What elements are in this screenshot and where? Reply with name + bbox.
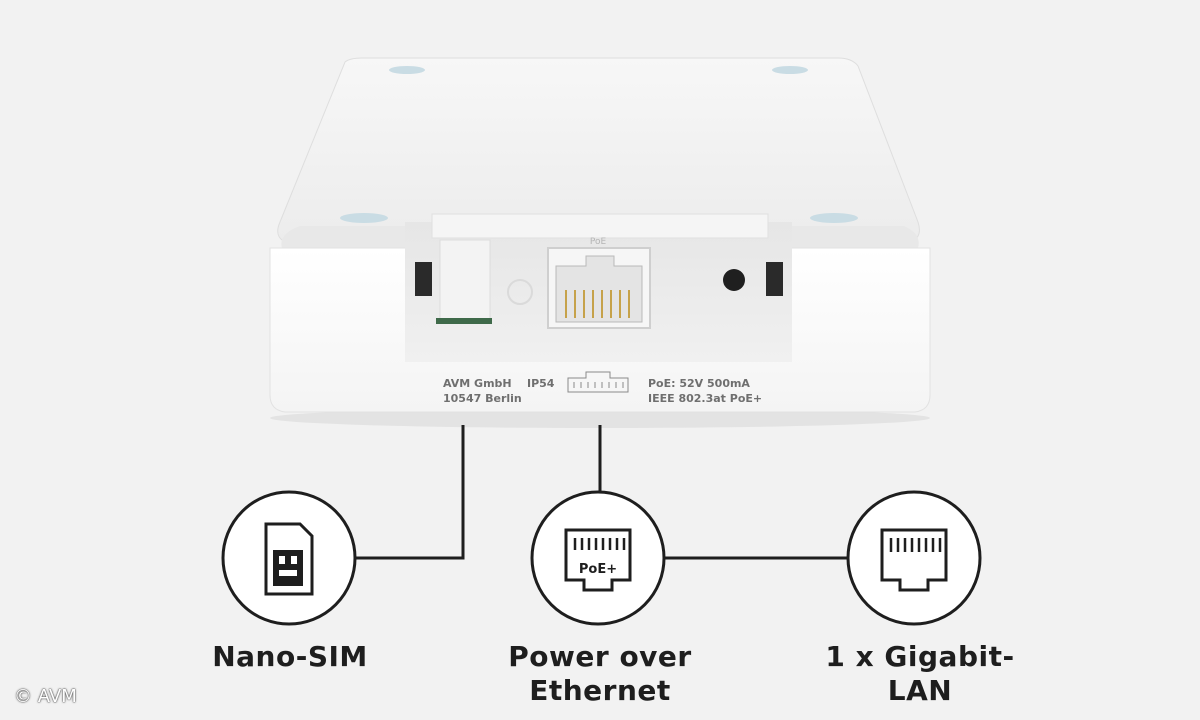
screw-hole: [389, 66, 425, 74]
ethernet-pins: [565, 290, 630, 318]
power-spec-line1: PoE: 52V 500mA: [648, 377, 750, 390]
feature-label-poe: Power over Ethernet: [480, 640, 720, 708]
pin-diagram: [567, 371, 629, 393]
lan-port-icon: [846, 490, 982, 626]
ip-rating: IP54: [527, 377, 555, 390]
feature-label-line: 1 x Gigabit-: [825, 640, 1015, 673]
sim-contacts: [436, 318, 492, 324]
manufacturer-name: AVM GmbH: [443, 377, 512, 390]
device-top-surface: [277, 57, 920, 245]
device-shadow: [270, 408, 930, 428]
feature-label-nano-sim: Nano-SIM: [190, 640, 390, 674]
manufacturer-label: AVM GmbH 10547 Berlin: [443, 376, 522, 406]
nano-sim-icon: [221, 490, 357, 626]
poe-icon-text: PoE+: [579, 562, 617, 577]
feature-label-lan: 1 x Gigabit- LAN: [800, 640, 1040, 708]
connector-lines: [356, 425, 848, 560]
screw-hole: [772, 66, 808, 74]
feature-label-line: Power over: [508, 640, 692, 673]
sim-tray: [439, 239, 491, 321]
feature-label-line: LAN: [887, 674, 953, 707]
poe-port-icon: PoE+: [530, 490, 666, 626]
ce-mark: [507, 279, 533, 305]
clip-slot-right: [766, 262, 783, 296]
power-spec-label: PoE: 52V 500mA IEEE 802.3at PoE+: [648, 376, 762, 406]
port-label: PoE: [590, 237, 607, 247]
manufacturer-address: 10547 Berlin: [443, 392, 522, 405]
copyright-notice: © AVM: [14, 686, 77, 707]
reset-button-hole: [723, 269, 745, 291]
screw-hole: [340, 213, 388, 223]
clip-slot-left: [415, 262, 432, 296]
power-spec-line2: IEEE 802.3at PoE+: [648, 392, 763, 405]
feature-label-line: Nano-SIM: [212, 640, 368, 673]
feature-label-line: Ethernet: [529, 674, 671, 707]
recess-lip: [431, 213, 769, 239]
screw-hole: [810, 213, 858, 223]
